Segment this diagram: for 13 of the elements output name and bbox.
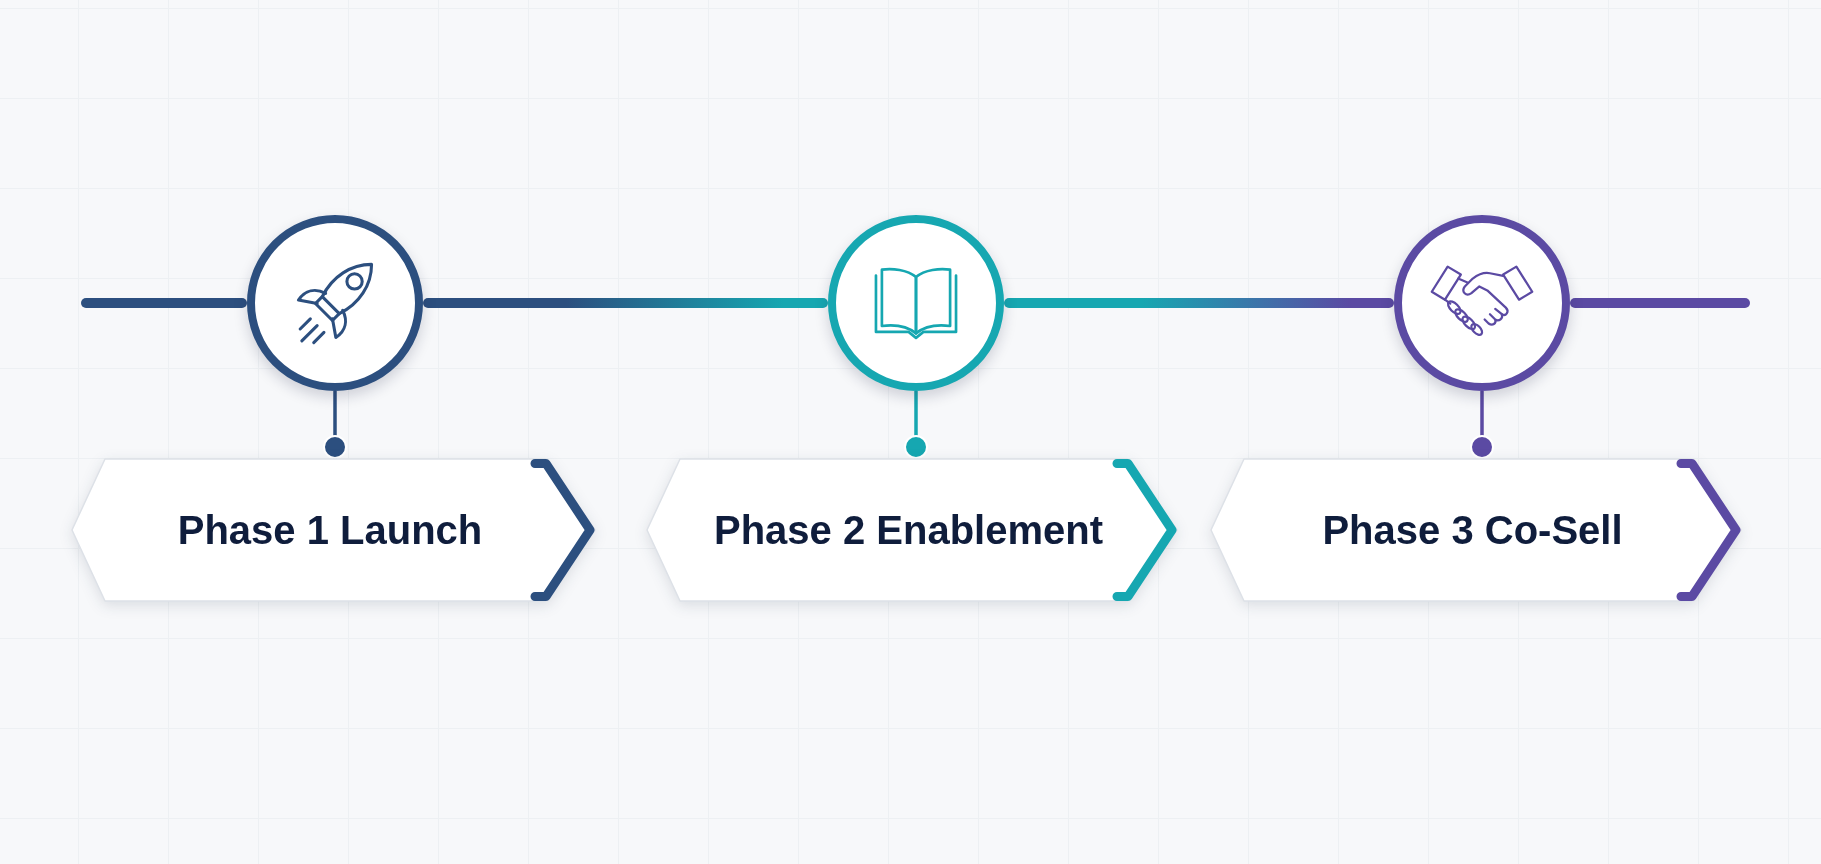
timeline-line <box>423 298 828 308</box>
timeline-line <box>1004 298 1394 308</box>
stem-line <box>904 391 928 459</box>
phase-title: Phase 3 Co-Sell <box>1322 507 1623 553</box>
phase-tag <box>647 459 1177 601</box>
stem-line <box>323 391 347 459</box>
phase-tag <box>72 459 595 601</box>
stem-line <box>1470 391 1494 459</box>
timeline-line <box>81 298 247 308</box>
phase-title: Phase 2 Enablement <box>713 507 1103 553</box>
phase-tag <box>1211 459 1741 601</box>
phase-title: Phase 1 Launch <box>177 507 483 553</box>
timeline-line <box>1570 298 1750 308</box>
